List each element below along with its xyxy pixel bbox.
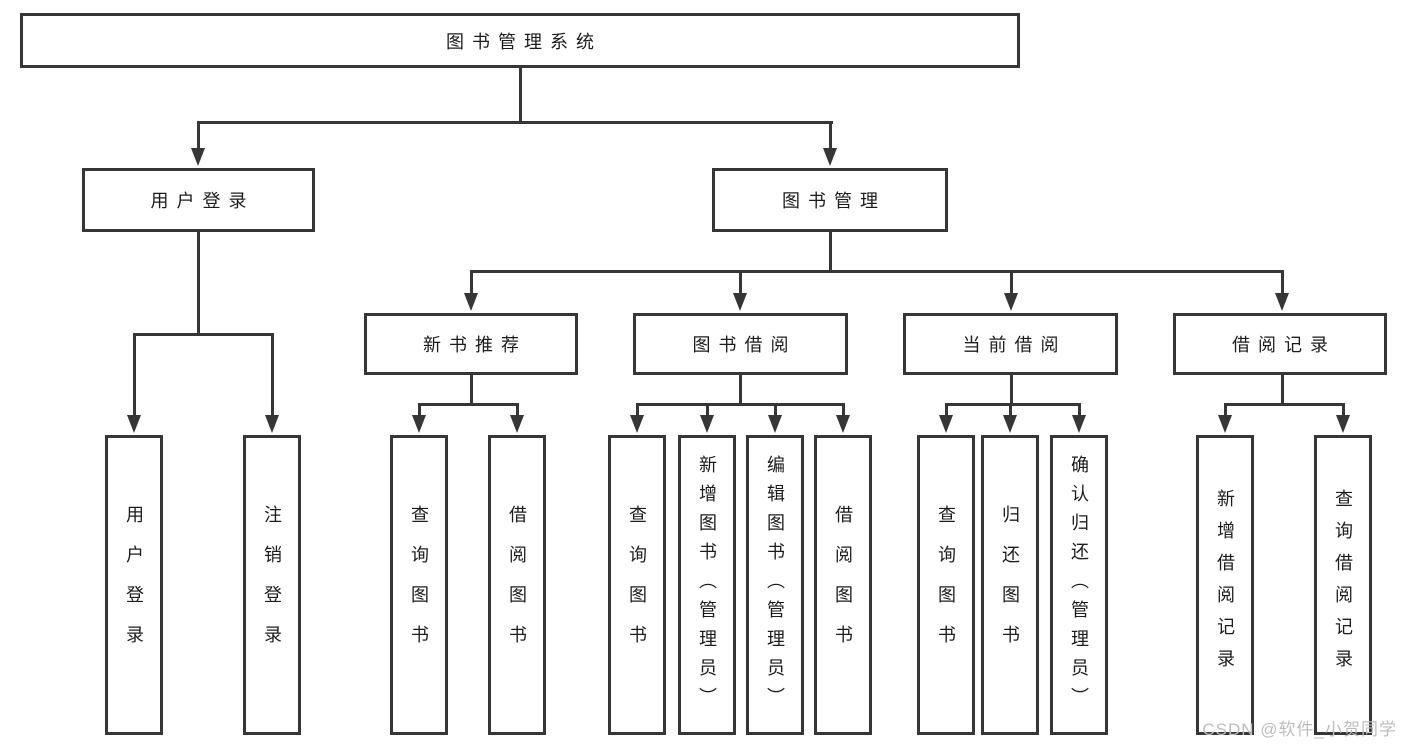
leaf-query-borrow-record: 查询借阅记录 [1314, 435, 1372, 735]
connector-line [636, 403, 639, 417]
leaf-query-books-borrow: 查询图书 [608, 435, 666, 735]
connector-line [470, 270, 473, 295]
csdn-watermark: CSDN @软件_小贺同学 [1202, 720, 1397, 739]
node-label: 用户登录 [150, 191, 255, 211]
node-label: 图书管理系统 [446, 31, 602, 52]
connector-line [470, 270, 1284, 273]
arrow-down-icon [700, 415, 714, 433]
node-label: 当前借阅 [962, 335, 1067, 355]
node-label: 确认归还（管理员） [1069, 454, 1089, 716]
connector-line [470, 375, 473, 406]
node-label: 图书借阅 [692, 335, 797, 355]
arrow-down-icon [412, 415, 426, 433]
arrow-down-icon [823, 148, 837, 166]
arrow-down-icon [1218, 415, 1232, 433]
node-book-management: 图书管理 [712, 168, 948, 232]
node-label: 借阅图书 [507, 505, 527, 665]
connector-line [1342, 403, 1345, 417]
arrow-down-icon [127, 415, 141, 433]
node-current-borrowing: 当前借阅 [903, 313, 1118, 375]
connector-line [133, 333, 136, 417]
arrow-down-icon [836, 415, 850, 433]
node-user-login: 用户登录 [82, 168, 315, 232]
connector-line [133, 333, 274, 336]
connector-line [1281, 375, 1284, 406]
connector-line [1078, 403, 1081, 417]
leaf-borrow-books-recommend: 借阅图书 [488, 435, 546, 735]
connector-line [519, 68, 522, 124]
node-borrowing-records: 借阅记录 [1173, 313, 1387, 375]
arrow-down-icon [733, 293, 747, 311]
node-book-borrowing: 图书借阅 [633, 313, 848, 375]
node-label: 查询图书 [627, 505, 647, 665]
arrow-down-icon [768, 415, 782, 433]
node-label: 新增图书（管理员） [697, 454, 717, 716]
leaf-confirm-return-admin: 确认归还（管理员） [1050, 435, 1108, 735]
arrow-down-icon [464, 293, 478, 311]
connector-line [706, 403, 709, 417]
arrow-down-icon [1004, 293, 1018, 311]
connector-line [1281, 270, 1284, 295]
connector-line [271, 333, 274, 417]
node-label: 新书推荐 [423, 335, 527, 355]
connector-line [636, 403, 845, 406]
arrow-down-icon [265, 415, 279, 433]
leaf-add-book-admin: 新增图书（管理员） [678, 435, 736, 735]
connector-line [945, 403, 1081, 406]
leaf-query-books-recommend: 查询图书 [390, 435, 448, 735]
arrow-down-icon [191, 148, 205, 166]
connector-line [829, 232, 832, 273]
connector-line [739, 375, 742, 406]
node-library-system: 图书管理系统 [20, 13, 1020, 68]
connector-line [1009, 403, 1012, 417]
connector-line [197, 121, 833, 124]
node-new-book-recommendation: 新书推荐 [364, 313, 578, 375]
connector-line [418, 403, 519, 406]
connector-line [829, 121, 832, 151]
connector-line [1224, 403, 1227, 417]
node-label: 查询图书 [936, 505, 956, 665]
connector-line [197, 121, 200, 151]
arrow-down-icon [1336, 415, 1350, 433]
leaf-user-login: 用户登录 [105, 435, 163, 735]
connector-line [774, 403, 777, 417]
node-label: 查询图书 [409, 505, 429, 665]
connector-line [1224, 403, 1345, 406]
node-label: 用户登录 [124, 505, 144, 665]
node-label: 借阅图书 [833, 505, 853, 665]
connector-line [197, 232, 200, 336]
node-label: 归还图书 [1000, 505, 1020, 665]
connector-line [418, 403, 421, 417]
leaf-return-books: 归还图书 [981, 435, 1039, 735]
connector-line [516, 403, 519, 417]
connector-line [842, 403, 845, 417]
leaf-edit-book-admin: 编辑图书（管理员） [746, 435, 804, 735]
leaf-logout: 注销登录 [243, 435, 301, 735]
leaf-query-books-current: 查询图书 [917, 435, 975, 735]
arrow-down-icon [1275, 293, 1289, 311]
node-label: 图书管理 [782, 191, 886, 211]
node-label: 新增借阅记录 [1215, 489, 1235, 681]
connector-line [1010, 375, 1013, 406]
node-label: 借阅记录 [1232, 335, 1336, 355]
connector-line [1010, 270, 1013, 295]
arrow-down-icon [1072, 415, 1086, 433]
arrow-down-icon [1003, 415, 1017, 433]
node-label: 注销登录 [262, 505, 282, 665]
arrow-down-icon [510, 415, 524, 433]
arrow-down-icon [630, 415, 644, 433]
arrow-down-icon [939, 415, 953, 433]
connector-line [945, 403, 948, 417]
connector-line [739, 270, 742, 295]
node-label: 查询借阅记录 [1333, 489, 1353, 681]
node-label: 编辑图书（管理员） [765, 454, 785, 716]
leaf-add-borrow-record: 新增借阅记录 [1196, 435, 1254, 735]
leaf-borrow-books: 借阅图书 [814, 435, 872, 735]
